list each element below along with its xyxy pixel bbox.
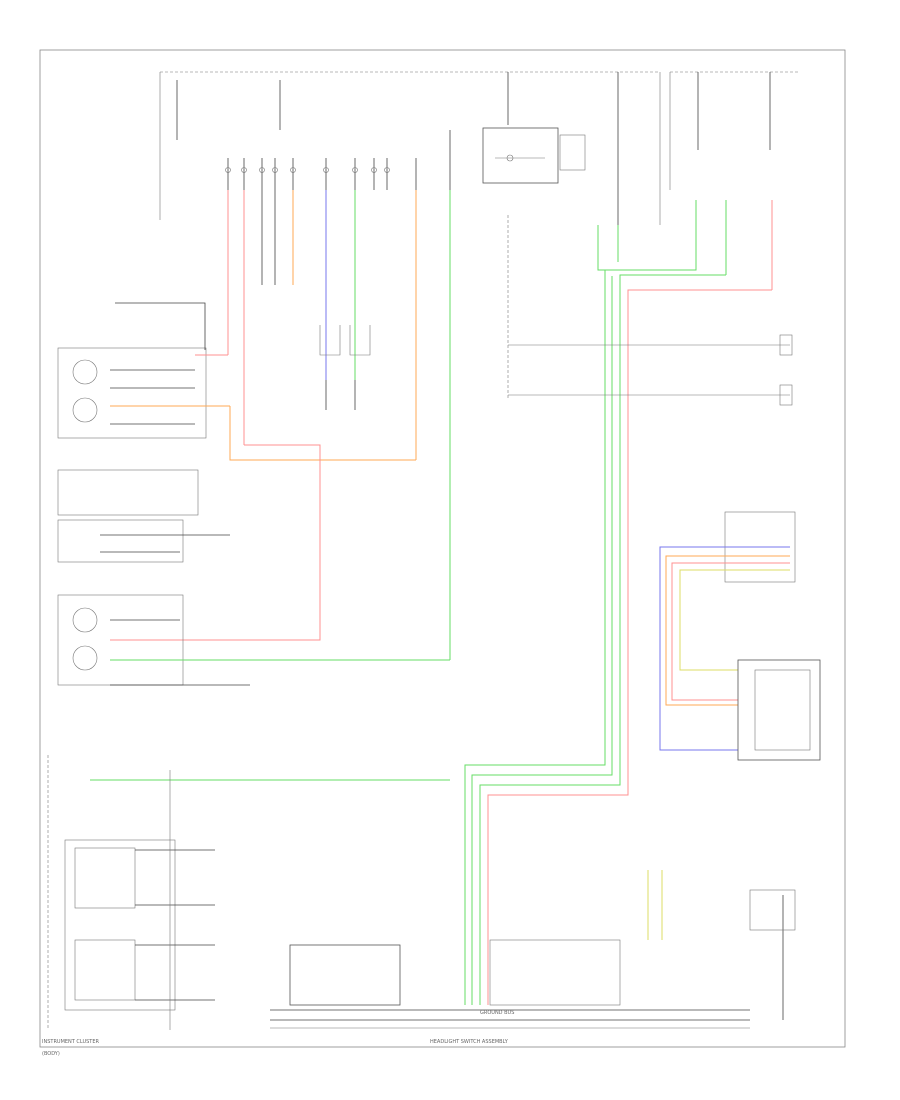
bottom-switch-assembly [270,870,796,1029]
left-headlamp [57,302,416,641]
bottom-center-label: HEADLIGHT SWITCH ASSEMBLY [430,1039,509,1045]
top-connectors [225,130,451,190]
right-headlamp [57,594,450,686]
ground-bus-label: GROUND BUS [480,1010,514,1016]
footer-note-label: (BODY) [42,1051,60,1057]
top-power-bus [159,71,800,255]
colored-wires-top [227,190,773,660]
instrument-cluster [47,755,450,1030]
relay-box [482,127,586,184]
diagram-border [39,49,846,1048]
center-modules [319,215,793,410]
left-middle-blocks [57,469,230,563]
footer-cluster-label: INSTRUMENT CLUSTER [42,1039,100,1045]
long-bus-wires [464,262,772,1005]
right-connector-block [659,511,821,761]
